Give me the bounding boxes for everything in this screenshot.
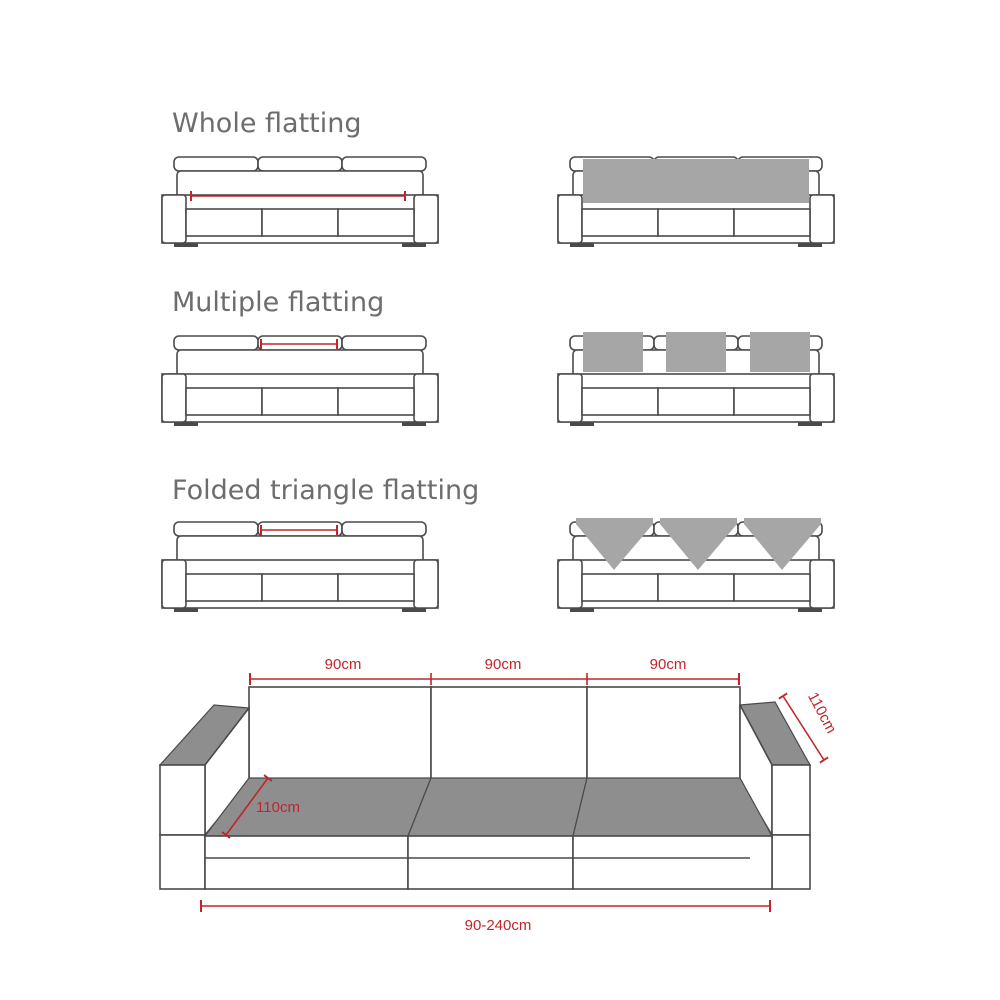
- seat-width-3-label: 90cm: [650, 656, 687, 673]
- section-title-folded-triangle: Folded triangle flatting: [172, 475, 479, 506]
- seat-width-2-label: 90cm: [485, 656, 522, 673]
- sofa-icon: [161, 156, 439, 248]
- triangle-cover-left-top: [576, 518, 653, 524]
- arm-depth-label: 110cm: [804, 690, 840, 737]
- arm-depth-dimension-line: [778, 692, 829, 764]
- seat-depth-dimension-line: [221, 774, 273, 839]
- multiple-cover-middle: [666, 332, 726, 372]
- sofa-icon: [161, 335, 439, 427]
- triangle-cover-middle-top: [660, 518, 737, 524]
- triangle-cover-right-top: [744, 518, 821, 524]
- triangle-cover-left: [576, 524, 653, 570]
- sofa-icon: [161, 521, 439, 613]
- section-title-multiple: Multiple flatting: [172, 287, 384, 318]
- seat-cover-right: [572, 777, 774, 837]
- multiple-cover-left: [583, 332, 643, 372]
- triangle-cover-middle: [660, 524, 737, 570]
- seat-width-1-label: 90cm: [325, 656, 362, 673]
- total-length-label: 90-240cm: [465, 917, 532, 934]
- seat-depth-label: 110cm: [256, 799, 300, 816]
- whole-cover: [583, 159, 809, 203]
- large-sofa: [158, 686, 812, 890]
- triangle-cover-right: [744, 524, 821, 570]
- multiple-cover-right: [750, 332, 810, 372]
- section-title-whole: Whole flatting: [172, 108, 362, 139]
- seat-cover-middle: [407, 777, 588, 837]
